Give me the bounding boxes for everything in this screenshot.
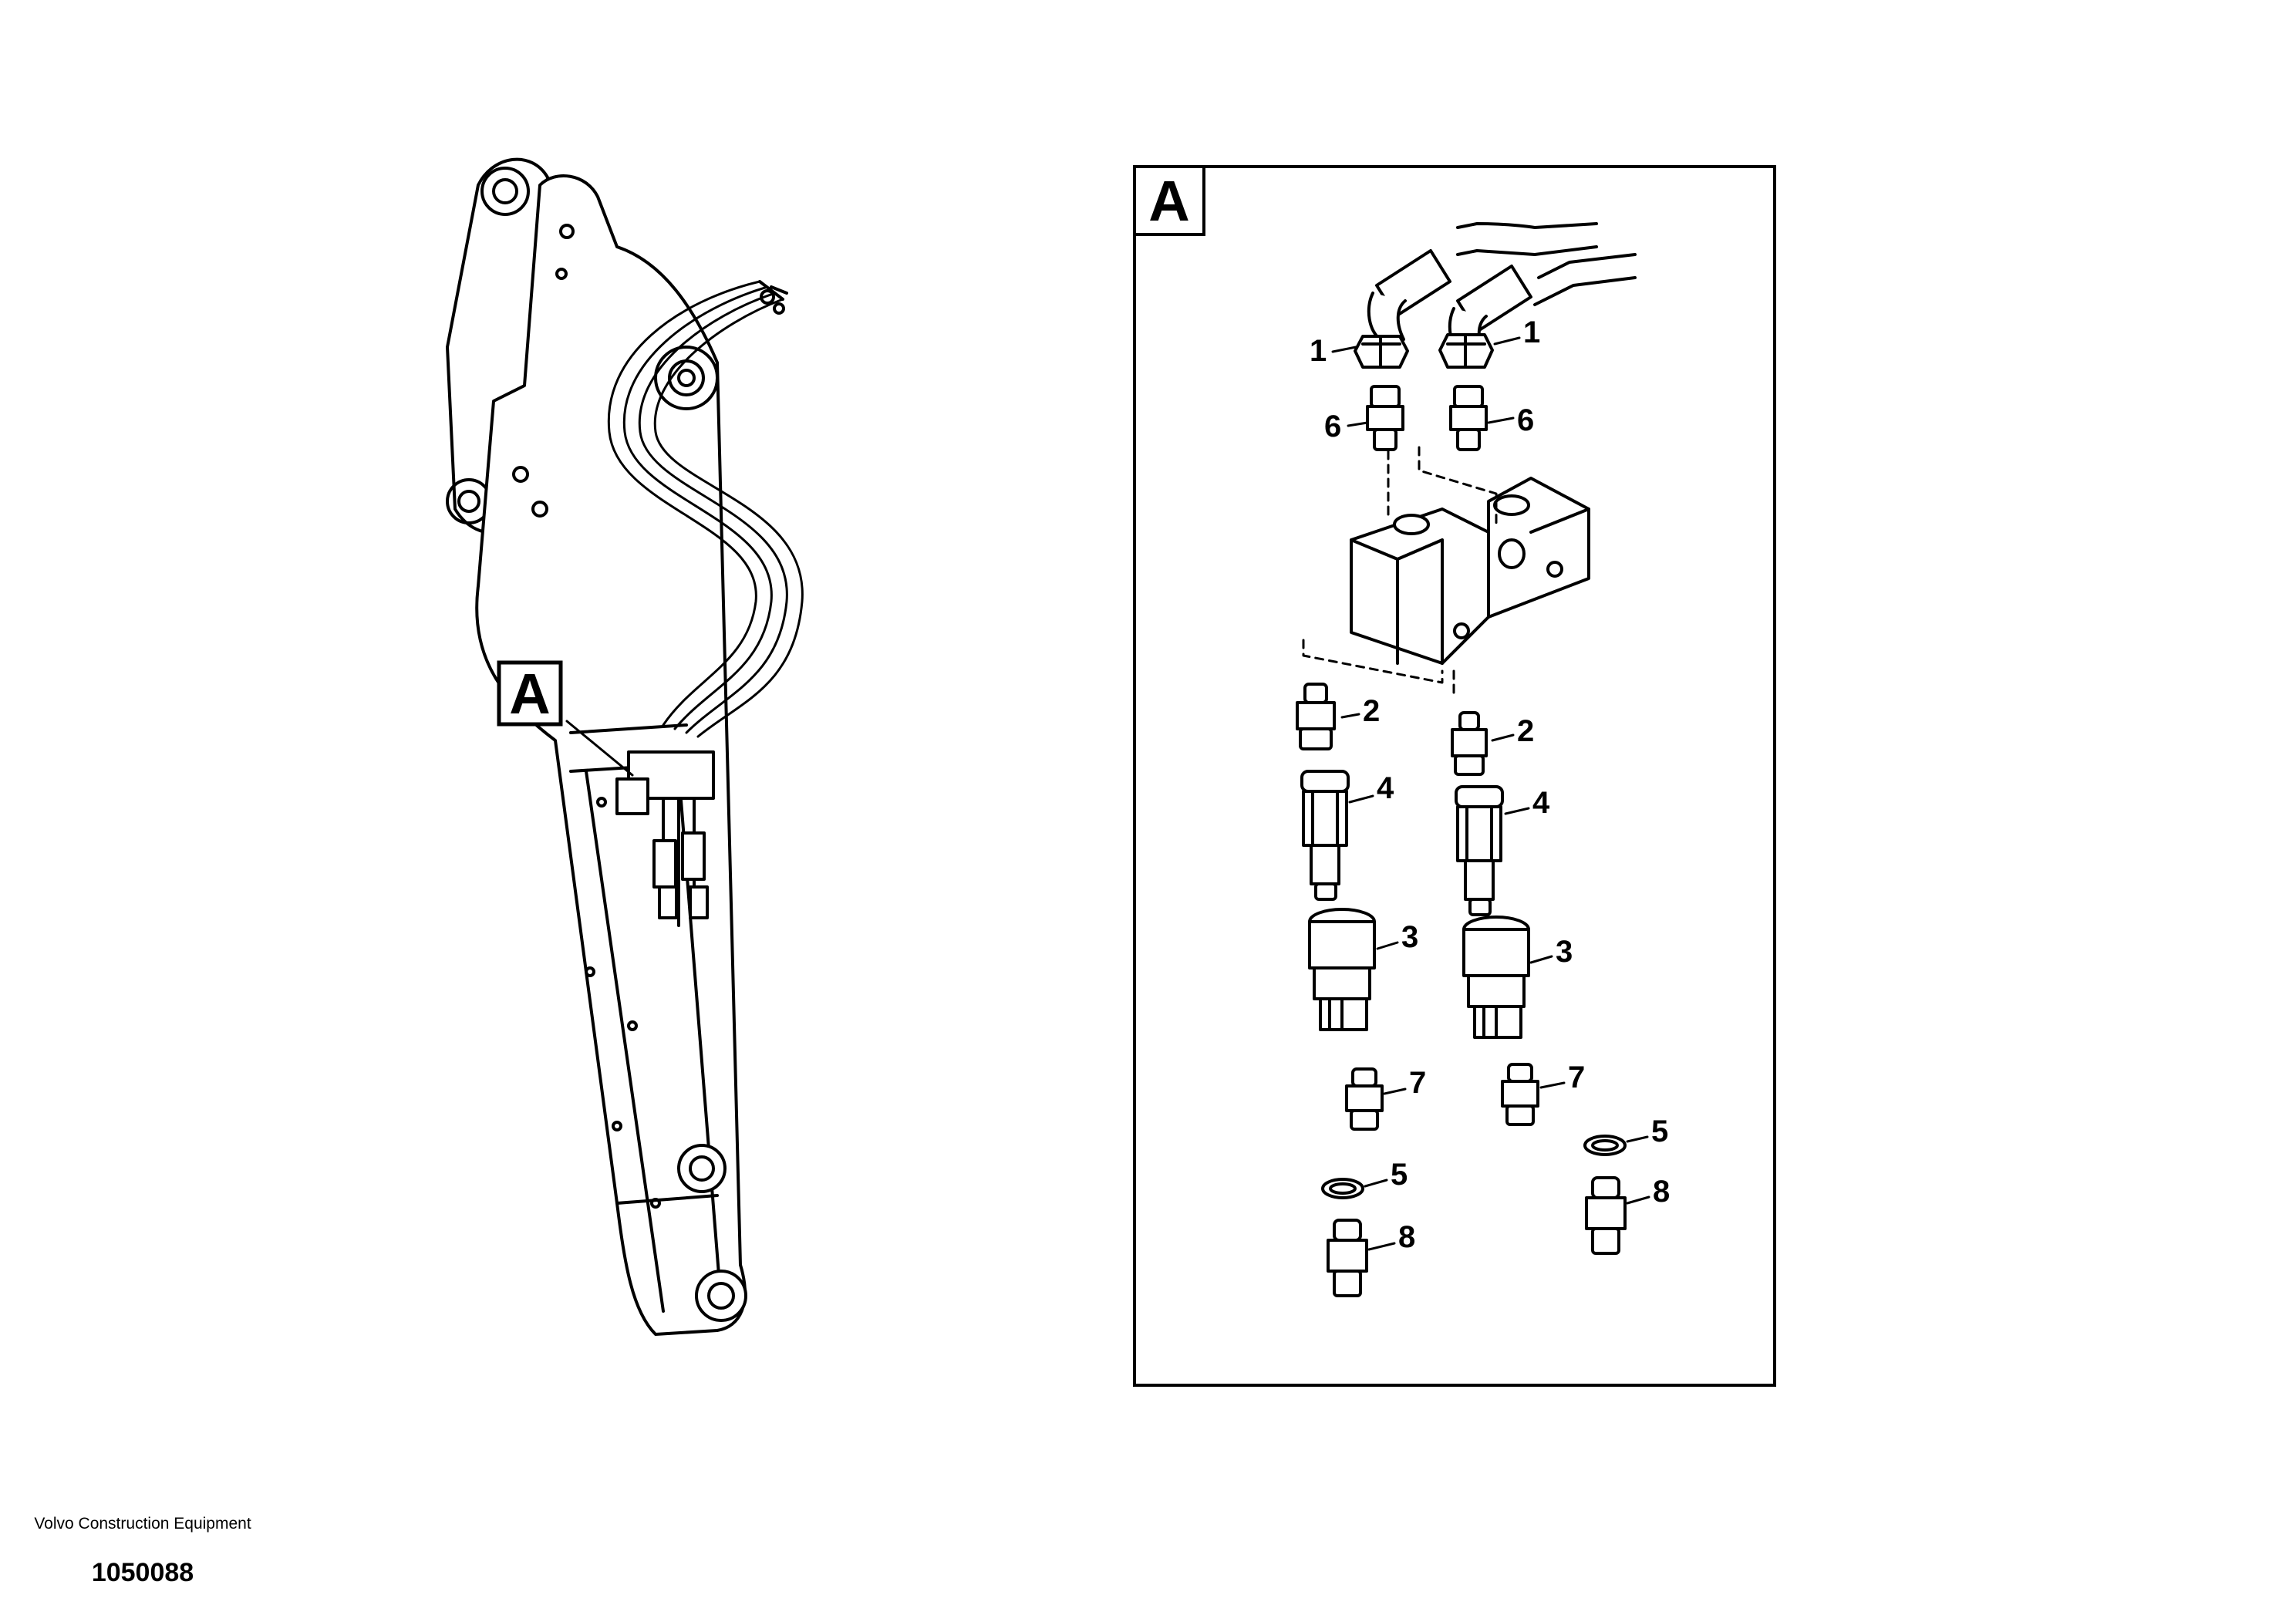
nipple-left-icon [1296, 683, 1336, 750]
part-label[interactable]: 8 [1653, 1175, 1670, 1209]
adapter-7-right-icon [1501, 1063, 1539, 1126]
part-label[interactable]: 1 [1523, 315, 1540, 349]
part-label[interactable]: 8 [1398, 1220, 1415, 1254]
part-label[interactable]: 2 [1363, 694, 1380, 728]
part-label[interactable]: 6 [1324, 410, 1341, 443]
o-ring-right-icon [1583, 1135, 1627, 1156]
manufacturer-name: Volvo Construction Equipment [34, 1515, 251, 1533]
plug-left-icon [1327, 1219, 1368, 1297]
detail-view-a: A [1133, 165, 1776, 1387]
plug-right-icon [1585, 1176, 1627, 1255]
part-label[interactable]: 5 [1391, 1158, 1408, 1192]
coupling-male-left-icon [1300, 770, 1350, 901]
document-number: 1050088 [91, 1558, 194, 1587]
part-label[interactable]: 6 [1517, 403, 1534, 437]
coupling-male-right-icon [1455, 785, 1504, 916]
part-label[interactable]: 7 [1409, 1066, 1426, 1100]
part-label[interactable]: 1 [1310, 334, 1327, 368]
part-label[interactable]: 4 [1532, 786, 1550, 820]
nipple-right-icon [1451, 711, 1488, 776]
adapter-right-icon [1449, 385, 1488, 451]
coupling-female-right-icon [1462, 916, 1530, 1039]
coupling-female-left-icon [1308, 908, 1376, 1031]
part-label[interactable]: 3 [1556, 935, 1573, 969]
detail-frame-letter: A [1148, 169, 1189, 233]
excavator-arm-illustration [446, 157, 804, 1336]
part-labels: 1 1 6 6 2 2 4 4 3 3 7 7 5 5 8 8 [1310, 315, 1670, 1254]
adapter-left-icon [1366, 385, 1404, 451]
o-ring-left-icon [1321, 1178, 1364, 1199]
part-label[interactable]: 7 [1568, 1061, 1585, 1094]
hose-nut-right-icon [1438, 333, 1494, 369]
overview-callout-a[interactable]: A [497, 660, 563, 727]
hose-nut-left-icon [1354, 335, 1409, 369]
manifold-block-icon [1350, 477, 1590, 665]
part-label[interactable]: 5 [1651, 1114, 1668, 1148]
part-label[interactable]: 3 [1401, 920, 1418, 954]
adapter-7-left-icon [1345, 1067, 1384, 1131]
part-label[interactable]: 2 [1517, 714, 1534, 748]
detail-components [1296, 222, 1650, 1297]
hose-sleeve-left-icon [1367, 249, 1451, 341]
overview-callout-letter: A [509, 662, 550, 726]
part-label[interactable]: 4 [1377, 771, 1394, 805]
